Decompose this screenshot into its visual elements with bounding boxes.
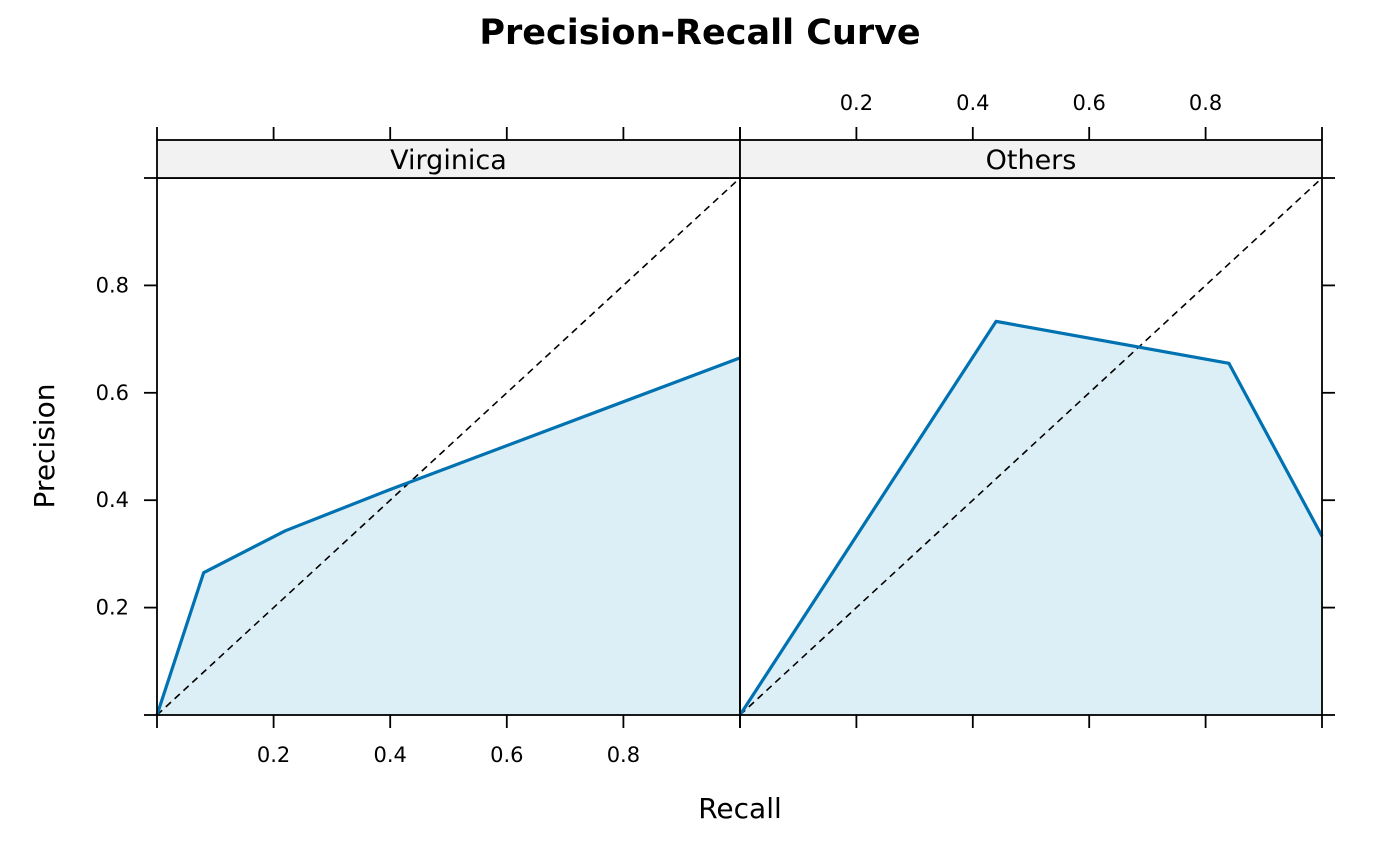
x-tick-label-bottom: 0.8	[607, 743, 640, 767]
diagonal-reference-virginica	[156, 177, 741, 716]
chart-title: Precision-Recall Curve	[479, 13, 920, 53]
x-tick-label-top: 0.8	[1189, 91, 1222, 115]
pr-curve-others	[738, 319, 1324, 716]
area-fill-virginica	[157, 357, 740, 715]
strip-virginica	[156, 139, 741, 179]
x-axis-title: Recall	[698, 792, 782, 825]
area-fill-others	[740, 321, 1322, 715]
y-tick-label-left: 0.4	[96, 488, 129, 512]
pr-curve-virginica	[155, 356, 741, 716]
x-tick-label-top: 0.2	[840, 91, 873, 115]
strip-label-others: Others	[986, 145, 1077, 176]
x-tick-label-bottom: 0.4	[373, 743, 406, 767]
y-tick-label-left: 0.8	[96, 273, 129, 297]
strip-label-virginica: Virginica	[390, 145, 507, 176]
y-tick-label-left: 0.2	[96, 596, 129, 620]
strip-others	[739, 139, 1323, 179]
x-tick-label-bottom: 0.6	[490, 743, 523, 767]
y-axis-title: Precision	[28, 384, 61, 509]
y-tick-label-left: 0.6	[96, 381, 129, 405]
x-tick-label-bottom: 0.2	[257, 743, 290, 767]
x-tick-label-top: 0.6	[1072, 91, 1105, 115]
x-tick-label-top: 0.4	[956, 91, 989, 115]
